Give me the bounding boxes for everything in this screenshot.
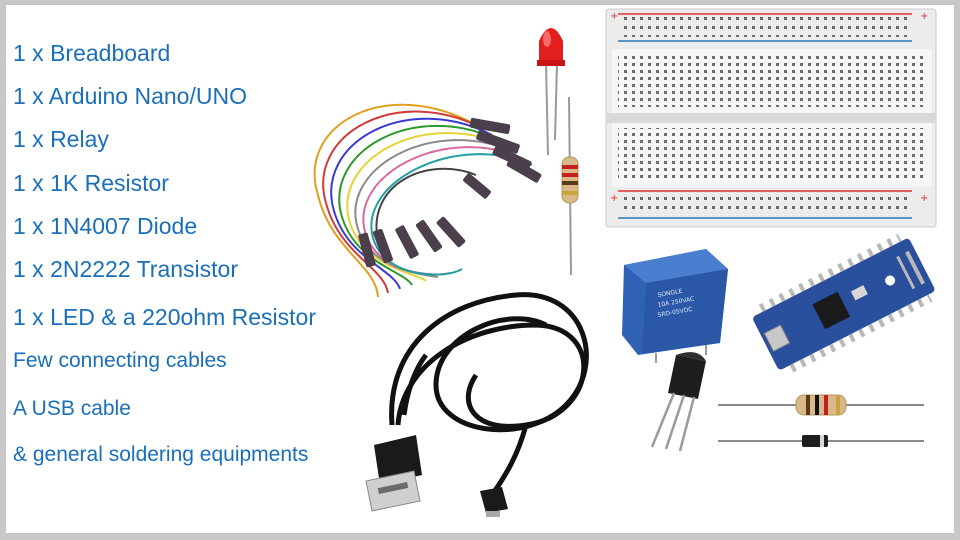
components-illustration: + + + + — [313, 8, 937, 517]
list-item: 1 x 1N4007 Diode — [13, 213, 198, 239]
svg-text:+: + — [920, 11, 928, 22]
list-item: 1 x 1K Resistor — [13, 170, 169, 196]
list-item: Few connecting cables — [13, 349, 227, 372]
relay-icon: SONGLE 10A 250VAC SRD-05VDC — [622, 249, 728, 363]
usb-plug-icon — [365, 435, 508, 517]
breadboard-icon: + + + + — [605, 8, 937, 228]
resistor-icon — [561, 96, 579, 276]
jumper-wires-icon — [313, 103, 542, 298]
svg-text:SONGLE: SONGLE — [657, 288, 683, 299]
svg-text:+: + — [920, 193, 928, 204]
led-icon — [537, 28, 565, 156]
list-item: A USB cable — [13, 397, 131, 420]
usb-cable-icon — [389, 292, 589, 497]
slide: 1 x Breadboard 1 x Arduino Nano/UNO 1 x … — [6, 5, 954, 533]
resistor-icon — [718, 394, 924, 416]
list-item: 1 x 2N2222 Transistor — [13, 256, 239, 282]
arduino-nano-icon — [753, 233, 935, 375]
list-item: 1 x Breadboard — [13, 40, 171, 66]
list-item: 1 x LED & a 220ohm Resistor — [13, 304, 316, 330]
svg-text:+: + — [610, 193, 618, 204]
list-item: 1 x Relay — [13, 126, 109, 152]
list-item: 1 x Arduino Nano/UNO — [13, 83, 247, 109]
diode-icon — [718, 435, 924, 447]
svg-text:+: + — [610, 11, 618, 22]
transistor-icon — [650, 352, 706, 452]
list-item: & general soldering equipments — [13, 443, 309, 466]
